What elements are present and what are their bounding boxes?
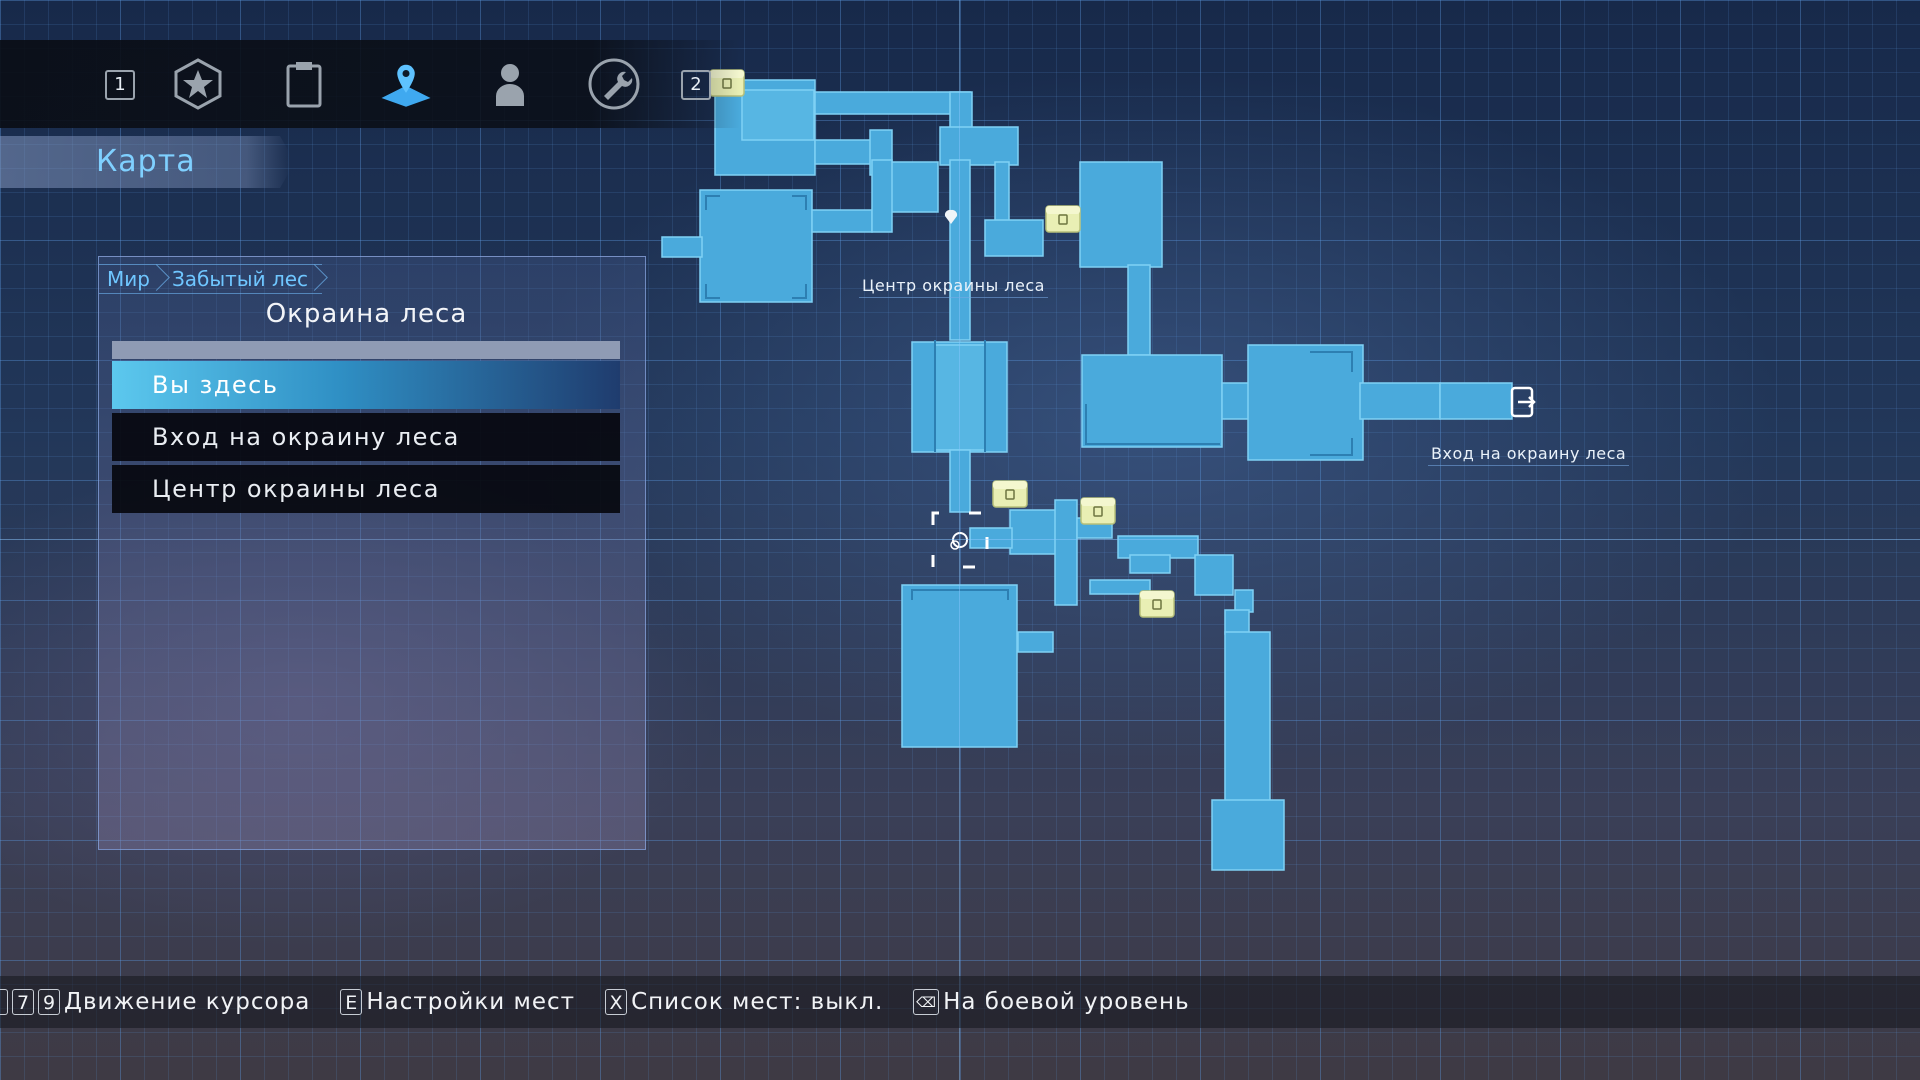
hint-text: Движение курсора <box>64 989 311 1015</box>
map-corridor <box>1017 631 1054 653</box>
breadcrumb-area[interactable]: Забытый лес <box>163 264 323 294</box>
page-title-ribbon: Карта <box>0 136 290 188</box>
person-icon <box>496 64 524 106</box>
controls-help-bar: 7 9 Движение курсора E Настройки мест X … <box>0 976 1920 1028</box>
key-hint <box>0 989 8 1015</box>
cursor-line-vertical <box>959 0 960 1080</box>
location-item-entrance[interactable]: Вход на окраину леса <box>112 413 620 461</box>
heart-marker-icon <box>944 209 958 224</box>
map-corridor <box>1359 382 1441 420</box>
map-corridor <box>1221 382 1251 420</box>
list-header-bar <box>112 341 620 359</box>
map-corridor <box>1439 382 1513 420</box>
map-corridor <box>814 91 971 115</box>
map-corridor <box>811 209 873 233</box>
tab-emblem[interactable] <box>170 56 226 112</box>
hint-text: На боевой уровень <box>943 989 1190 1015</box>
map-corridor <box>949 91 973 133</box>
cursor-line-horizontal <box>0 539 1920 540</box>
key-hint: 9 <box>38 989 60 1015</box>
map-corridor <box>871 159 893 233</box>
map-corridor <box>1127 264 1151 356</box>
hint-cursor-move: 7 9 Движение курсора <box>0 989 310 1015</box>
map-corridor <box>814 139 876 165</box>
map-corridor <box>949 449 971 513</box>
hint-return-battle[interactable]: ⌫ На боевой уровень <box>913 989 1189 1015</box>
key-hint: X <box>605 989 628 1015</box>
star-emblem-icon <box>174 58 222 110</box>
page-title: Карта <box>96 144 196 179</box>
map-room <box>887 161 939 213</box>
map-room <box>984 219 1044 257</box>
map-corridor <box>661 236 703 258</box>
hint-text: Список мест: выкл. <box>631 989 884 1015</box>
location-item-here[interactable]: Вы здесь <box>112 361 620 409</box>
map-room <box>699 189 813 303</box>
location-list-panel: Мир Забытый лес Окраина леса Вы здесь Вх… <box>98 256 646 850</box>
map-label-entrance[interactable]: Вход на окраину леса <box>1428 442 1630 466</box>
hint-place-list[interactable]: X Список мест: выкл. <box>605 989 883 1015</box>
region-title: Окраина леса <box>265 299 468 329</box>
map-corridor <box>1224 631 1271 803</box>
map-room <box>1247 344 1364 461</box>
treasure-chest-icon <box>1139 590 1175 618</box>
map-label-center[interactable]: Центр окраины леса <box>859 274 1048 298</box>
map-room <box>741 89 815 141</box>
exit-door-icon <box>1510 386 1536 418</box>
map-room <box>1081 354 1223 448</box>
breadcrumb: Мир Забытый лес <box>99 264 323 294</box>
map-corridor <box>1054 499 1078 606</box>
map-room <box>901 584 1018 748</box>
wrench-icon <box>588 58 640 110</box>
tab-quests[interactable] <box>276 56 332 112</box>
tab-character[interactable] <box>482 56 538 112</box>
map-room <box>1079 161 1163 268</box>
hint-place-settings[interactable]: E Настройки мест <box>340 989 575 1015</box>
map-corridor <box>949 159 971 341</box>
map-corridor <box>969 527 1013 549</box>
key-hint: 7 <box>12 989 34 1015</box>
map-room <box>1211 799 1285 871</box>
map-pin-icon <box>381 64 431 107</box>
treasure-chest-icon <box>992 480 1028 508</box>
treasure-chest-icon <box>1045 205 1081 233</box>
map-room <box>1224 609 1250 635</box>
prev-tab-key[interactable]: 1 <box>105 70 135 100</box>
tab-map[interactable] <box>378 56 434 112</box>
tab-settings[interactable] <box>586 56 642 112</box>
player-position-marker <box>931 511 989 569</box>
next-tab-key[interactable]: 2 <box>681 70 711 100</box>
map-corridor <box>1129 554 1171 574</box>
breadcrumb-world[interactable]: Мир <box>99 264 164 294</box>
backspace-key-icon: ⌫ <box>913 989 940 1015</box>
location-item-center[interactable]: Центр окраины леса <box>112 465 620 513</box>
map-corridor <box>994 161 1010 225</box>
treasure-chest-icon <box>1080 497 1116 525</box>
map-room <box>934 344 986 451</box>
key-hint: E <box>340 989 363 1015</box>
clipboard-icon <box>286 62 322 108</box>
map-corridor <box>1194 554 1234 596</box>
hint-text: Настройки мест <box>366 989 576 1015</box>
map-room <box>939 126 1019 166</box>
map-corridor <box>1089 579 1151 595</box>
map-corridor <box>1234 589 1254 613</box>
